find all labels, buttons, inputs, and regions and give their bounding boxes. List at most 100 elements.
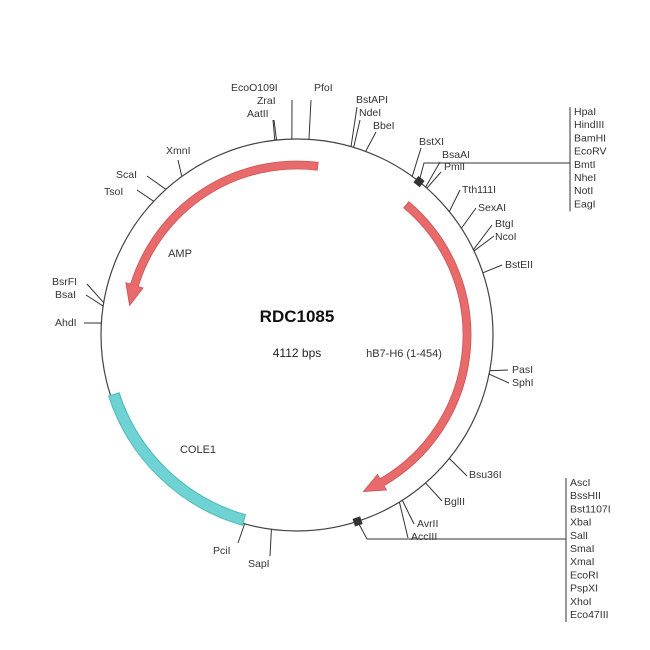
mcs-site-smai[interactable]: SmaI [570,543,595,555]
site-label: BstXI [419,136,444,148]
site-bsai[interactable]: BsaI [55,289,104,307]
plasmid-name: RDC1085 [260,307,335,326]
site-tick [425,482,443,502]
site-sexai[interactable]: SexAI [460,202,506,229]
site-tick [350,106,358,147]
site-label: TsoI [104,186,123,198]
plasmid-size: 4112 bps [273,346,322,360]
site-tick [448,189,461,212]
mcs-site-xhoi[interactable]: XhoI [570,596,592,608]
mcs-site-xmai[interactable]: XmaI [570,556,595,568]
site-label: BsaI [55,289,76,301]
feature-label-cole1: COLE1 [180,444,216,456]
site-label: PciI [213,545,231,557]
site-bsteii[interactable]: BstEII [482,259,533,274]
site-ncoi[interactable]: NcoI [473,231,517,252]
mcs-site-eagi[interactable]: EagI [574,198,596,210]
site-label: SapI [248,558,270,570]
site-tsoi[interactable]: TsoI [104,186,154,202]
site-tick [365,131,377,152]
site-acciii[interactable]: AccIII [398,502,437,543]
site-tick [401,500,415,525]
site-tick [308,99,312,140]
mcs-site-xbai[interactable]: XbaI [570,517,592,529]
mcs-site-nhei[interactable]: NheI [574,172,596,184]
site-aatii[interactable]: AatII [247,108,276,141]
mcs-site-bsshii[interactable]: BssHII [570,490,601,502]
site-tick [353,119,361,148]
site-bbei[interactable]: BbeI [365,120,395,152]
site-tick [398,502,409,539]
site-tick [426,171,442,189]
mcs-site-ecori[interactable]: EcoRI [570,569,599,581]
site-ndei[interactable]: NdeI [353,107,382,148]
mcs-site-hpai[interactable]: HpaI [574,106,596,118]
site-ahdi[interactable]: AhdI [55,317,102,329]
mcs-site-sali[interactable]: SalI [570,530,588,542]
mcs-site-bamhi[interactable]: BamHI [574,132,606,144]
mcs-site-hindiii[interactable]: HindIII [574,119,604,131]
site-label: BtgI [495,218,514,230]
features-layer [108,160,472,526]
site-label: AccIII [411,531,437,543]
site-label: BsaAI [442,149,470,161]
mcs-site-bmti[interactable]: BmtI [574,159,596,171]
site-label: BstAPI [356,94,388,106]
site-label: Bsu36I [469,469,502,481]
feature-label-amp: AMP [168,248,192,260]
site-label: SphI [512,377,534,389]
site-pmli[interactable]: PmlI [426,161,465,189]
site-pasi[interactable]: PasI [489,364,533,376]
site-avrii[interactable]: AvrII [401,500,438,530]
site-sapi[interactable]: SapI [248,529,272,570]
mcs-site-ecorv[interactable]: EcoRV [574,146,607,158]
site-tick [460,207,477,229]
site-pfoi[interactable]: PfoI [308,82,333,140]
site-bsu36i[interactable]: Bsu36I [448,457,502,481]
site-tick [86,283,105,303]
site-ecoo109i[interactable]: EcoO109I [231,82,293,140]
site-tick [448,457,468,477]
site-tick [482,264,503,274]
site-bglii[interactable]: BglII [425,482,465,508]
site-label: AatII [247,108,269,120]
site-xmni[interactable]: XmnI [166,145,191,177]
site-tth111i[interactable]: Tth111I [448,184,496,212]
site-tick [473,235,495,252]
site-label: Tth111I [462,184,496,196]
site-label: ZraI [257,95,276,107]
site-tick [177,159,183,177]
mcs-top-leader [418,162,570,182]
site-label: AhdI [55,317,77,329]
site-bsrfi[interactable]: BsrFI [52,276,105,303]
site-bstapi[interactable]: BstAPI [350,94,388,147]
site-label: AvrII [417,518,438,530]
mcs-site-pspxi[interactable]: PspXI [570,583,598,595]
site-label: XmnI [166,145,191,157]
site-tick [411,147,422,177]
site-label: ScaI [116,169,137,181]
site-pcii[interactable]: PciI [213,523,246,557]
site-tick [473,224,493,250]
site-sphi[interactable]: SphI [488,373,534,389]
site-bsaai[interactable]: BsaAI [425,149,470,188]
site-zrai[interactable]: ZraI [257,95,278,141]
site-tick [85,294,104,307]
mcs-site-eco47iii[interactable]: Eco47III [570,609,609,621]
site-scai[interactable]: ScaI [116,169,167,190]
site-label: BglII [444,496,465,508]
site-bstxi[interactable]: BstXI [411,136,444,177]
mcs-site-noti[interactable]: NotI [574,185,593,197]
site-btgi[interactable]: BtgI [473,218,514,250]
site-tick [136,189,154,202]
site-label: BstEII [505,259,533,271]
mcs-site-asci[interactable]: AscI [570,477,590,489]
mcs-site-bst1107i[interactable]: Bst1107I [570,503,611,515]
site-tick [425,161,441,188]
mcs-bottom-leader [357,521,566,540]
site-tick [269,529,272,557]
